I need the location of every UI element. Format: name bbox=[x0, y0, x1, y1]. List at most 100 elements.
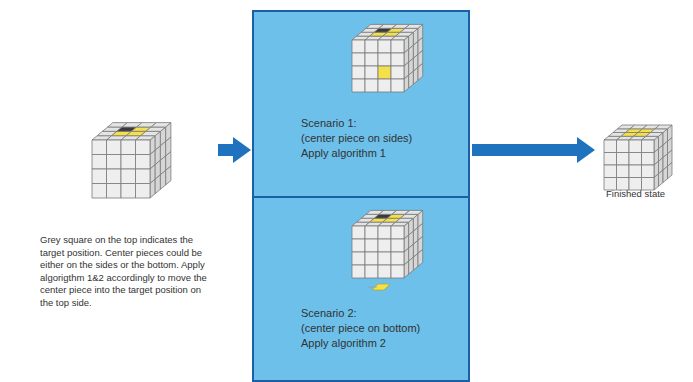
scenario-note: (center piece on sides) bbox=[301, 131, 464, 146]
cube-cell bbox=[651, 129, 668, 133]
cube-cell bbox=[642, 165, 655, 178]
cube-cell bbox=[92, 140, 107, 155]
cube-cell bbox=[365, 66, 378, 79]
cube-cell bbox=[663, 166, 668, 182]
cube-cell bbox=[617, 153, 630, 166]
cube-cell bbox=[391, 36, 409, 40]
cube-cell bbox=[136, 140, 151, 155]
cube-cell bbox=[146, 127, 166, 131]
cube-cell bbox=[107, 169, 122, 184]
cube-cell bbox=[642, 136, 659, 140]
cube-cell bbox=[391, 79, 404, 92]
cube-cell bbox=[400, 214, 418, 218]
cube-cell bbox=[121, 140, 136, 155]
cube-cell bbox=[365, 79, 378, 92]
node-text: Finished state bbox=[606, 188, 676, 201]
rubiks-cube bbox=[352, 210, 423, 290]
cube-cell bbox=[136, 184, 151, 199]
cube-cell bbox=[352, 79, 365, 92]
cube-cell bbox=[378, 66, 391, 79]
cube-cell bbox=[365, 40, 378, 53]
cube-cell bbox=[646, 133, 663, 137]
cube-cell bbox=[413, 253, 418, 270]
cube-cell bbox=[365, 252, 378, 265]
flow-arrow bbox=[218, 137, 251, 163]
cube-cell bbox=[365, 265, 378, 278]
cube-cell bbox=[391, 252, 404, 265]
cube-cell bbox=[121, 155, 136, 170]
cube-cell bbox=[378, 53, 391, 66]
cube-cell bbox=[136, 169, 151, 184]
cube-cell bbox=[365, 53, 378, 66]
hint-line bbox=[368, 287, 377, 288]
cube-cell bbox=[391, 222, 409, 226]
rubiks-cube bbox=[352, 24, 423, 92]
cube-cell bbox=[352, 239, 365, 252]
flow-arrow bbox=[472, 137, 595, 163]
cube-cell bbox=[136, 155, 151, 170]
cube-cell bbox=[396, 218, 414, 222]
cube-cell bbox=[391, 265, 404, 278]
cube-cell bbox=[617, 140, 630, 153]
cube-cell bbox=[413, 67, 418, 84]
cube-cell bbox=[166, 166, 171, 185]
rubiks-cube bbox=[604, 125, 672, 190]
cube-cell bbox=[151, 123, 171, 127]
cube-cell bbox=[404, 75, 409, 92]
cube-cell bbox=[121, 169, 136, 184]
cube-cell bbox=[150, 179, 155, 198]
cube-cell bbox=[629, 153, 642, 166]
cube-cell bbox=[378, 40, 391, 53]
cube-cell bbox=[136, 136, 156, 140]
cube-cell bbox=[391, 53, 404, 66]
cube-cell bbox=[121, 184, 136, 199]
cube-cell bbox=[92, 184, 107, 199]
cube-cell bbox=[160, 170, 165, 189]
cube-cell bbox=[378, 79, 391, 92]
cube-cell bbox=[642, 140, 655, 153]
cube-cell bbox=[409, 257, 414, 274]
cube-cell bbox=[352, 265, 365, 278]
scenario-band: Scenario 2:(center piece on bottom)Apply… bbox=[252, 196, 470, 382]
cube-cell bbox=[604, 165, 617, 178]
cube-cell bbox=[365, 239, 378, 252]
cube-cell bbox=[418, 249, 423, 266]
cube-cell bbox=[396, 32, 414, 36]
cube-cell bbox=[92, 169, 107, 184]
cube-cell bbox=[107, 155, 122, 170]
cube-cell bbox=[604, 153, 617, 166]
cube-cell bbox=[654, 174, 659, 190]
cube-cell bbox=[92, 155, 107, 170]
cube-cell bbox=[352, 226, 365, 239]
panel-fill bbox=[252, 10, 470, 382]
cube-cell bbox=[378, 265, 391, 278]
scenario-note: Apply algorithm 1 bbox=[301, 146, 464, 161]
cube-cell bbox=[352, 66, 365, 79]
finished-state-block: Finished state bbox=[596, 118, 680, 207]
scenario-band: Scenario 1:(center piece on sides)Apply … bbox=[252, 10, 470, 198]
scenario-note: (center piece on bottom) bbox=[301, 321, 464, 336]
cube-cell bbox=[365, 226, 378, 239]
scenario-heading: Scenario 1: bbox=[301, 116, 464, 131]
cube-cell bbox=[107, 184, 122, 199]
scenario-heading: Scenario 2: bbox=[301, 306, 464, 321]
cube-cell bbox=[405, 210, 423, 214]
cube-cell bbox=[378, 252, 391, 265]
cube-cell bbox=[668, 163, 673, 179]
cube-cell bbox=[352, 252, 365, 265]
cube-cell bbox=[404, 261, 409, 278]
cube-cell bbox=[629, 165, 642, 178]
cube-cell bbox=[604, 140, 617, 153]
cube-cell bbox=[107, 140, 122, 155]
cube-cell bbox=[659, 170, 664, 186]
rubiks-cube bbox=[92, 123, 171, 198]
cube-cell bbox=[352, 40, 365, 53]
cube-cell bbox=[391, 239, 404, 252]
cube-cell bbox=[141, 131, 161, 135]
cube-cell bbox=[155, 175, 160, 194]
cube-cell bbox=[391, 226, 404, 239]
cube-cell bbox=[617, 165, 630, 178]
cube-cell bbox=[418, 63, 423, 80]
cube-cell bbox=[378, 239, 391, 252]
node-text: Grey square on the top indicates the tar… bbox=[40, 234, 212, 309]
